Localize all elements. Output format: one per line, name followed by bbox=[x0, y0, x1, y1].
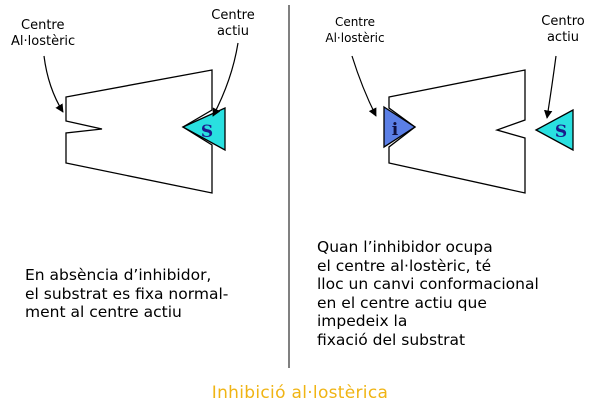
label-allosteric-left-line2: Al·lostèric bbox=[11, 34, 76, 49]
label-active-right-line2: actiu bbox=[546, 30, 580, 45]
substrate-left bbox=[181, 106, 226, 152]
caption-right-line: lloc un canvi conformacional bbox=[317, 275, 539, 293]
label-active-left-line1: Centre bbox=[211, 8, 255, 23]
caption-right-line: impedeix la bbox=[317, 312, 408, 330]
diagram-title: Inhibició al·lostèrica bbox=[211, 383, 389, 403]
arrow-active-right bbox=[544, 55, 557, 119]
caption-right-line: el centre al·lostèric, té bbox=[317, 256, 492, 275]
label-allosteric-right-line2: Al·lostèric bbox=[325, 31, 385, 45]
caption-left-line: el substrat es fixa normal- bbox=[25, 284, 229, 303]
label-active-left-line2: actiu bbox=[216, 24, 250, 39]
arrow-allosteric-right bbox=[351, 55, 377, 117]
caption-right: Quan l’inhibidor ocupa el centre al·lost… bbox=[317, 238, 539, 349]
caption-left-line: En absència d’inhibidor, bbox=[25, 266, 212, 284]
substrate-symbol-left: S bbox=[201, 122, 213, 142]
caption-right-line: fixació del substrat bbox=[317, 330, 466, 349]
label-allosteric-right: Centre Al·lostèric bbox=[320, 14, 390, 46]
label-active-right-line1: Centro bbox=[541, 14, 585, 29]
inhibitor-right bbox=[383, 105, 417, 149]
arrow-allosteric-left bbox=[43, 55, 64, 113]
label-active-right: Centro actiu bbox=[532, 14, 594, 46]
label-allosteric-left-line1: Centre bbox=[21, 18, 65, 33]
label-active-left: Centre actiu bbox=[203, 8, 263, 40]
caption-right-line: Quan l’inhibidor ocupa bbox=[317, 238, 493, 256]
substrate-right bbox=[534, 108, 574, 152]
caption-right-line: en el centre actiu que bbox=[317, 293, 487, 312]
substrate-symbol-right: S bbox=[555, 122, 567, 142]
enzyme-shape-left bbox=[65, 69, 213, 194]
inhibitor-symbol-right: i bbox=[392, 120, 399, 140]
enzyme-shape-right bbox=[388, 69, 526, 194]
caption-left-line: ment al centre actiu bbox=[25, 303, 182, 321]
arrow-active-left bbox=[212, 42, 239, 117]
label-allosteric-left: Centre Al·lostèric bbox=[11, 18, 75, 50]
caption-left: En absència d’inhibidor, el substrat es … bbox=[25, 266, 228, 322]
label-allosteric-right-line1: Centre bbox=[334, 15, 376, 29]
